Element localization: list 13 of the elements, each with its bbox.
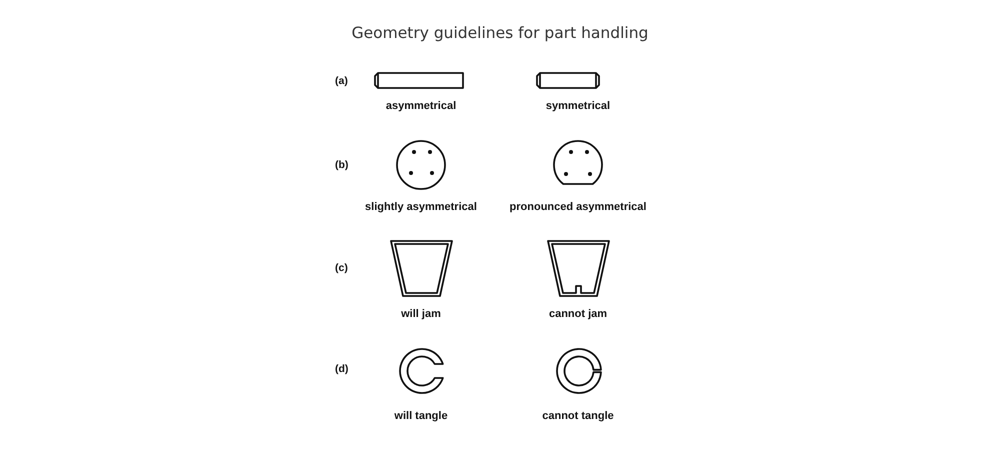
part-caption: cannot jam	[548, 308, 608, 320]
diagram-title: Geometry guidelines for part handling	[350, 24, 650, 42]
part-caption: will tangle	[394, 410, 448, 422]
row-label: (a)	[335, 75, 348, 87]
part-caption: pronounced asymmetrical	[510, 201, 646, 213]
part-caption: asymmetrical	[386, 100, 456, 112]
part-caption: slightly asymmetrical	[365, 201, 477, 213]
part-caption: symmetrical	[546, 100, 610, 112]
row-label: (c)	[335, 262, 348, 274]
row-label: (d)	[335, 363, 348, 375]
part-caption: will jam	[401, 308, 441, 320]
part-caption: cannot tangle	[542, 410, 614, 422]
row-label: (b)	[335, 159, 348, 171]
